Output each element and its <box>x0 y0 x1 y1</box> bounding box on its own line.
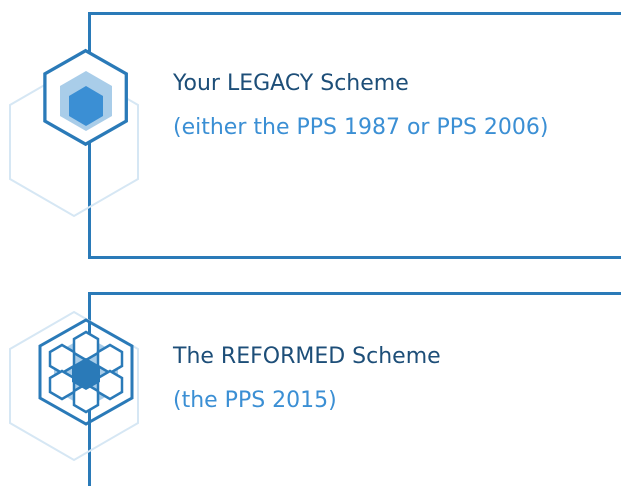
hexagon-icon <box>9 48 139 218</box>
reformed-scheme-subtitle: (the PPS 2015) <box>173 388 337 413</box>
reformed-scheme-title: The REFORMED Scheme <box>173 344 441 369</box>
reformed-scheme-card: The REFORMED Scheme (the PPS 2015) <box>88 292 621 486</box>
reformed-scheme-text: The REFORMED Scheme (the PPS 2015) <box>173 335 571 423</box>
honeycomb-hexagon-icon <box>9 310 139 462</box>
legacy-scheme-title: Your LEGACY Scheme <box>173 71 409 96</box>
legacy-scheme-subtitle: (either the PPS 1987 or PPS 2006) <box>173 115 549 140</box>
legacy-scheme-text: Your LEGACY Scheme (either the PPS 1987 … <box>173 62 571 150</box>
legacy-scheme-card: Your LEGACY Scheme (either the PPS 1987 … <box>88 12 621 259</box>
